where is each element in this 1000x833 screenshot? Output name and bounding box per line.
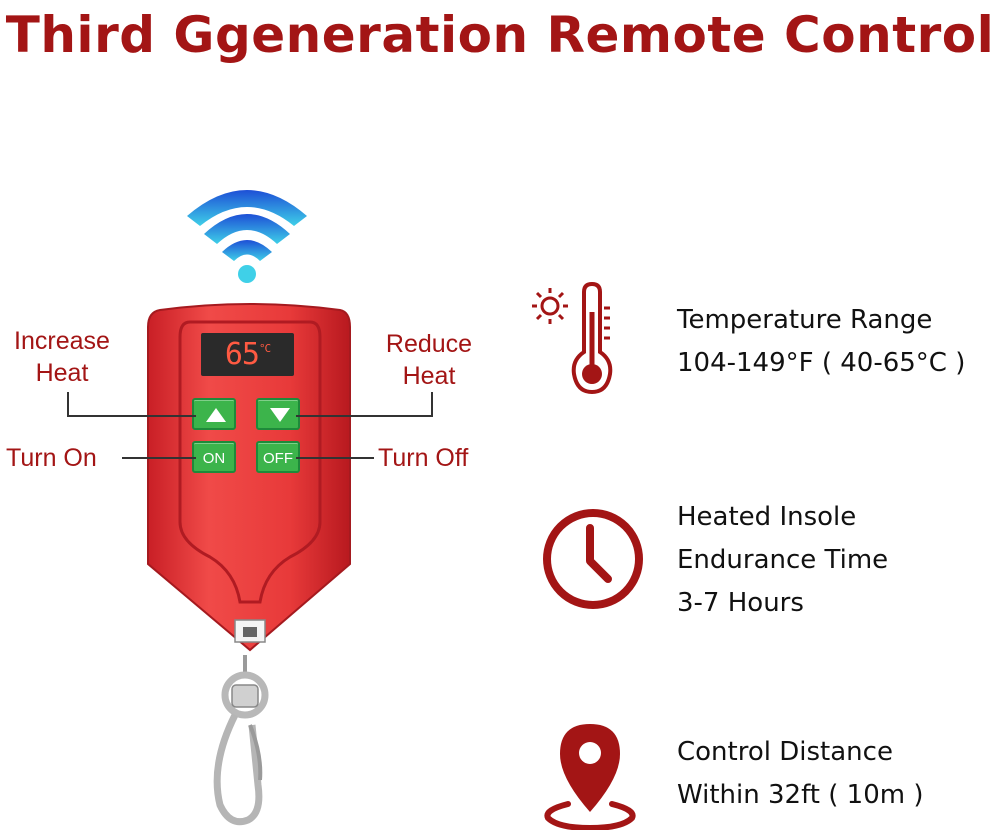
display-value: 65 xyxy=(224,337,260,372)
feature-distance-text: Control Distance Within 32ft ( 10m ) xyxy=(677,731,923,817)
display-unit: °C xyxy=(258,342,271,355)
down-triangle-icon xyxy=(270,408,290,422)
feature-endurance-value: 3-7 Hours xyxy=(677,588,804,618)
feature-distance-title: Control Distance xyxy=(677,737,893,767)
wifi-icon xyxy=(187,190,307,283)
thermometer-sun-icon xyxy=(532,282,613,395)
location-pin-icon xyxy=(544,724,636,830)
feature-temperature-title: Temperature Range xyxy=(677,305,933,335)
on-button[interactable]: ON xyxy=(192,441,236,473)
increase-heat-line2: Heat xyxy=(35,359,89,387)
feature-distance-value: Within 32ft ( 10m ) xyxy=(677,780,924,810)
turn-on-label: Turn On xyxy=(6,444,97,472)
page-title: Third Ggeneration Remote Control xyxy=(5,6,995,64)
reduce-heat-button[interactable] xyxy=(256,398,300,430)
remote-body xyxy=(147,303,351,652)
increase-heat-button[interactable] xyxy=(192,398,236,430)
feature-endurance-line2: Endurance Time xyxy=(677,545,889,575)
feature-endurance-text: Heated Insole Endurance Time 3-7 Hours xyxy=(677,496,888,625)
feature-temperature-text: Temperature Range 104-149°F ( 40-65°C ) xyxy=(677,299,965,385)
reduce-heat-label: Reduce Heat xyxy=(374,328,484,392)
temperature-display: 65°C xyxy=(201,333,294,376)
turn-off-label: Turn Off xyxy=(378,444,469,472)
increase-heat-label: Increase Heat xyxy=(6,325,118,389)
clock-icon xyxy=(543,509,643,609)
feature-temperature-value: 104-149°F ( 40-65°C ) xyxy=(677,348,966,378)
reduce-heat-line2: Heat xyxy=(402,362,456,390)
keychain-clip xyxy=(213,655,269,826)
off-button[interactable]: OFF xyxy=(256,441,300,473)
reduce-heat-line1: Reduce xyxy=(385,330,473,358)
up-triangle-icon xyxy=(206,408,226,422)
increase-heat-line1: Increase xyxy=(14,327,110,355)
feature-endurance-line1: Heated Insole xyxy=(677,502,857,532)
